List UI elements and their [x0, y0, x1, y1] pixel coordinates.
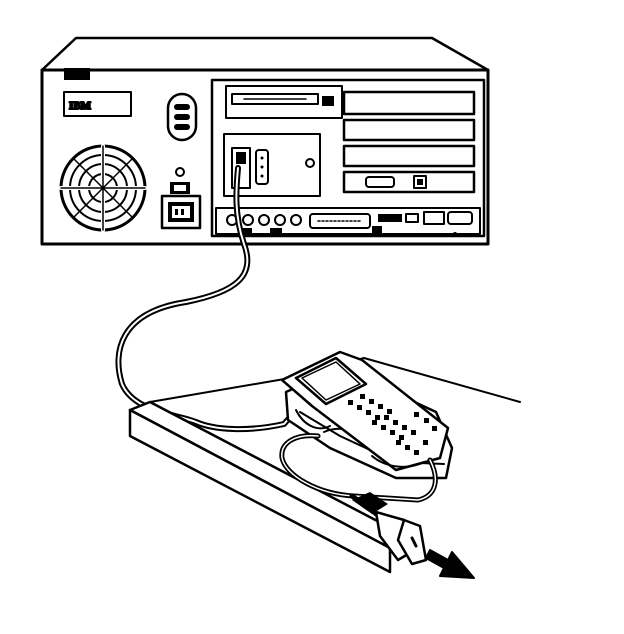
- serial-port-panel: [223, 133, 321, 197]
- handheld-terminal: [280, 350, 450, 472]
- screw-icon: [175, 167, 185, 177]
- table-surface: [128, 357, 521, 574]
- keypad-icon: [348, 394, 437, 455]
- serial-cable: [115, 165, 305, 433]
- voltage-switch-icon: [166, 92, 198, 142]
- power-inlet-icon: [160, 182, 202, 230]
- expansion-slots: [342, 90, 476, 194]
- fan-grille-icon: [59, 144, 147, 232]
- rear-connector-row: [215, 207, 481, 236]
- drive-bay: [225, 85, 343, 119]
- brand-label-plate: IBM: [63, 91, 132, 117]
- brand-label: IBM: [69, 100, 92, 112]
- charger-cord: [279, 433, 438, 566]
- io-panel: [210, 78, 486, 238]
- arrow-down-right-icon: [425, 549, 475, 579]
